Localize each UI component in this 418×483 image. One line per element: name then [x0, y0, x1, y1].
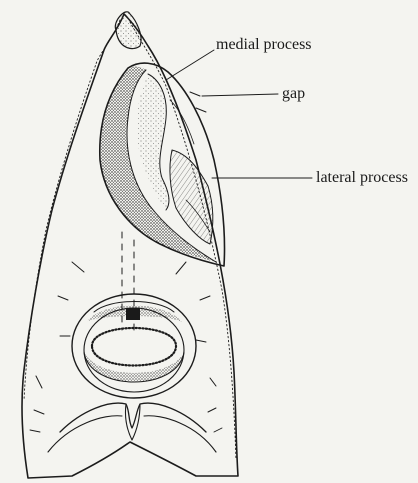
label-gap: gap	[282, 85, 305, 102]
upper-process-structure	[100, 63, 225, 266]
apical-tip	[115, 12, 141, 49]
lower-ring-structure	[72, 294, 196, 398]
label-medial-process: medial process	[216, 36, 312, 53]
label-lateral-process: lateral process	[316, 169, 408, 186]
